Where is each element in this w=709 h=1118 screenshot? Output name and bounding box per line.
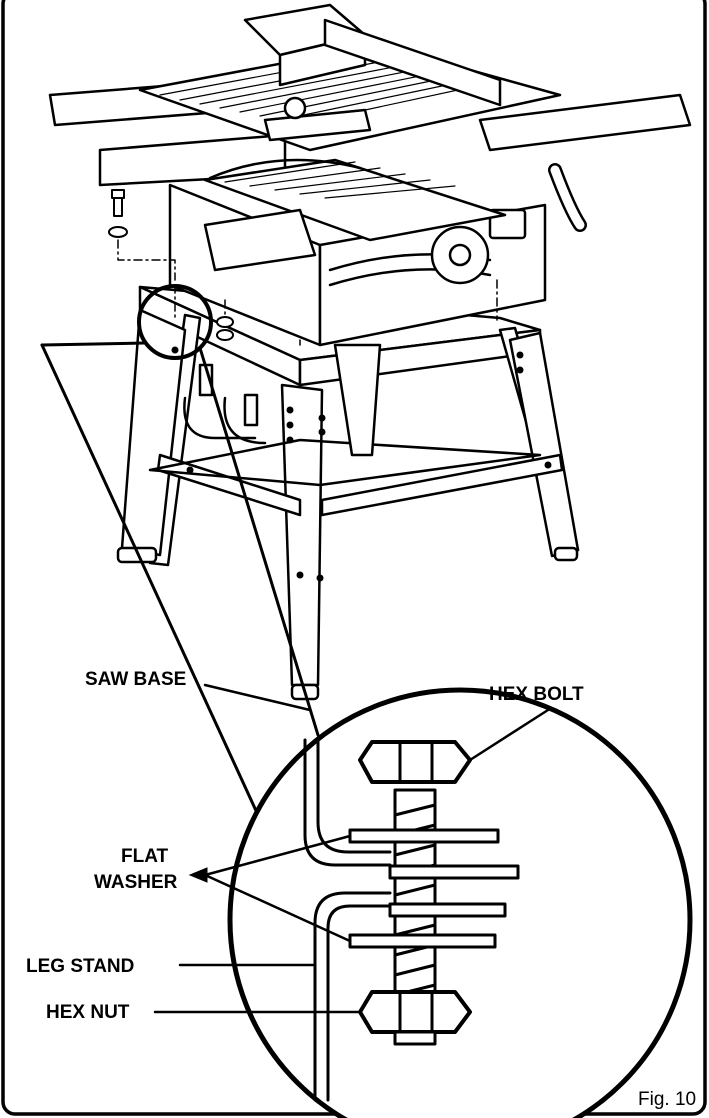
callout-leader-left [40, 341, 147, 347]
leg-holes [171, 346, 552, 582]
flat-label-line1: FLAT [121, 846, 169, 867]
flat-washer-lower [348, 933, 497, 949]
alignment-lines [174, 279, 498, 346]
motor-illustration [333, 343, 382, 457]
callout-circle-small [137, 284, 213, 360]
hex-nut-label: HEX NUT [46, 1002, 130, 1023]
detail-callout [227, 687, 693, 1118]
hex-nut-shape [358, 990, 472, 1034]
callout-leader-down [40, 343, 260, 817]
washer-label-line2: WASHER [94, 872, 178, 893]
label-leaders [153, 683, 550, 1014]
hex-bolt-label: HEX BOLT [489, 684, 584, 705]
small-washer-nut [216, 316, 234, 341]
figure-caption: Fig. 10 [638, 1089, 696, 1110]
flat-washer-upper [348, 828, 500, 844]
saw-base-label: SAW BASE [85, 669, 186, 690]
washer-arrowhead [188, 867, 208, 883]
saw-body-illustration [48, 3, 692, 347]
hex-bolt-head [358, 740, 472, 784]
callout-leader-right [198, 346, 320, 737]
leg-stand-label: LEG STAND [26, 956, 134, 977]
small-bolt-illustration [108, 189, 176, 281]
